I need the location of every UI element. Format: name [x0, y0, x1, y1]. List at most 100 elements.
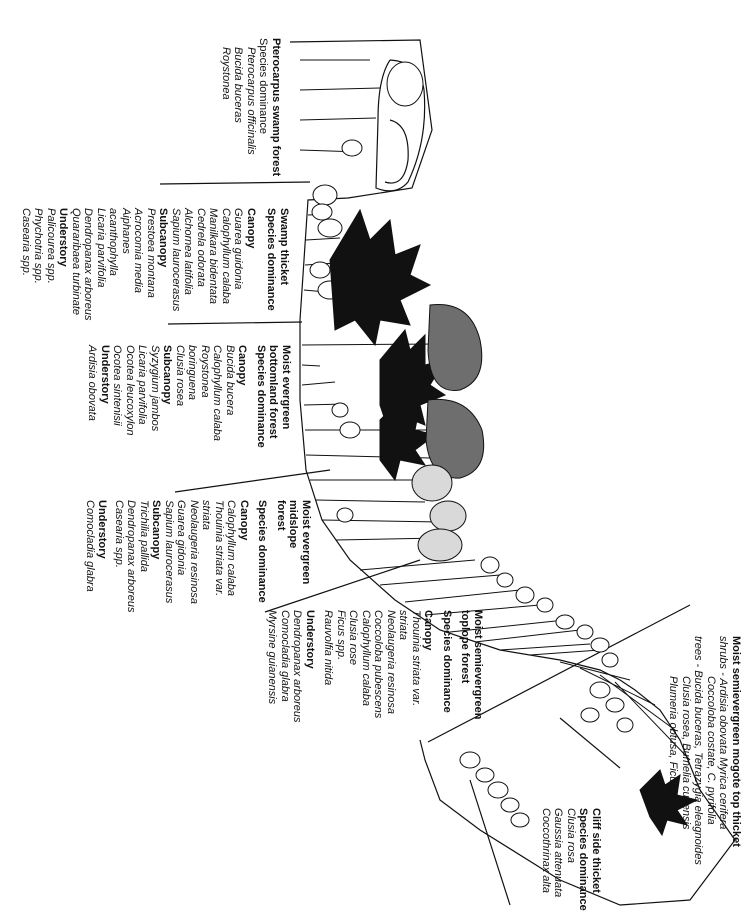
bottomland-canopy-4: boringuena — [186, 345, 199, 448]
toplope-canopy-2: striata — [397, 610, 410, 723]
mogote-line-1: shrubs - Ardisia obovata Myrica cerifera — [717, 636, 730, 865]
light-grey-crowns — [412, 465, 466, 561]
bottomland-subcanopy-3: Ocotea leucoxylon — [124, 345, 137, 448]
cliff-species-1: Clusia rosa — [565, 808, 578, 911]
midslope-subtitle: Species dominance — [256, 500, 269, 613]
toplope-canopy-5: Calophyllum calaba — [360, 610, 373, 723]
swamp-thicket-canopy-2: Calophyllum calaba — [220, 208, 233, 321]
mogote-zone-label: Moist semievergreen mogote top thicket s… — [667, 636, 742, 865]
midslope-canopy-heading: Canopy — [238, 500, 251, 613]
swamp-thicket-subcanopy-5: Dendropanax arboreus — [82, 208, 95, 321]
cliff-subtitle: Species dominance — [577, 808, 590, 911]
toplope-title-1: Moist semievergreen — [472, 610, 485, 723]
swamp-thicket-subcanopy-6: Quararibaea turbinate — [70, 208, 83, 321]
bottomland-understory-heading: Understory — [99, 345, 112, 448]
swamp-thicket-understory-heading: Understory — [57, 208, 70, 321]
swamp-thicket-subcanopy-2: Aiphanes — [120, 208, 133, 321]
swamp-thicket-understory-3: Casearia spp. — [20, 208, 33, 321]
midslope-subcanopy-2: Dendropanax arboreus — [125, 500, 138, 613]
toplope-subtitle: Species dominance — [441, 610, 454, 723]
midslope-subcanopy-1: Trichilia pallida — [138, 500, 151, 613]
toplope-canopy-1: Thouinia striata var. — [410, 610, 423, 723]
swamp-thicket-subcanopy-3: acanthophylla — [107, 208, 120, 321]
swamp-thicket-subcanopy-extra: Acrocomia media — [132, 208, 145, 321]
toplope-canopy-6: Clusia rose — [347, 610, 360, 723]
pterocarpus-zone-label: Pterocarpus swamp forest Species dominan… — [220, 38, 283, 176]
midslope-title-2: midslope — [287, 500, 300, 613]
toplope-canopy-3: Neolaugeria resinosa — [385, 610, 398, 723]
midslope-canopy-4: Neolaugeria resinosa — [188, 500, 201, 613]
bottomland-subcanopy-heading: Subcanopy — [161, 345, 174, 448]
mogote-line-4: Clusia rosea, Bumelia cubensis — [680, 636, 693, 865]
bottomland-canopy-1: Bucida bucera — [224, 345, 237, 448]
swamp-thicket-canopy-5: Alchornea latifolia — [182, 208, 195, 321]
midslope-understory-heading: Understory — [96, 500, 109, 613]
divider-bottomland-midslope — [175, 470, 330, 492]
toplope-zone-label: Moist semievergreen toplope forest Speci… — [266, 610, 484, 723]
dark-palm-crowns — [330, 210, 697, 835]
bottomland-canopy-2: Calophyllum calaba — [211, 345, 224, 448]
mogote-line-3: trees - Bucida buceras, Tetrazygia eleag… — [692, 636, 705, 865]
cliff-species-3: Coccothrinax alta — [540, 808, 553, 911]
midslope-zone-label: Moist evergreen midslope forest Species … — [84, 500, 313, 613]
toplope-understory-2: Comocladia glabra — [279, 610, 292, 723]
toplope-understory-heading: Understory — [304, 610, 317, 723]
toplope-understory-3: Myrsine guianensis — [266, 610, 279, 723]
swamp-thicket-subcanopy-1: Prestoea montana — [145, 208, 158, 321]
toplope-canopy-4: Coccoloba pubescens — [372, 610, 385, 723]
bottomland-subcanopy-4: Ocotea sintenisii — [111, 345, 124, 448]
midslope-title-3: forest — [275, 500, 288, 613]
midslope-canopy-6: Sapium laurocerasus — [163, 500, 176, 613]
midslope-canopy-5: Guarea gidonia — [175, 500, 188, 613]
swamp-thicket-understory-1: Palicourea spp. — [45, 208, 58, 321]
midslope-canopy-3: striata — [200, 500, 213, 613]
bottomland-canopy-5: Clusia rosea — [174, 345, 187, 448]
swamp-thicket-canopy-3: Manilkara bidentata — [207, 208, 220, 321]
bottomland-subcanopy-2: Licaria parvifolia — [136, 345, 149, 448]
swamp-thicket-canopy-4: Cedrela odorata — [195, 208, 208, 321]
divider-mogote-cliff-b — [470, 780, 510, 905]
swamp-thicket-zone-label: Swamp thicket Species dominance Canopy G… — [20, 208, 291, 321]
pterocarpus-subtitle: Species dominance — [257, 38, 270, 176]
bottomland-understory-1: Ardisia obovata — [86, 345, 99, 448]
swamp-thicket-subcanopy-heading: Subcanopy — [157, 208, 170, 321]
swamp-thicket-canopy-6: Sapium laurocerasus — [170, 208, 183, 321]
swamp-thicket-understory-2: Phychotria spp. — [32, 208, 45, 321]
pterocarpus-species-3: Roystonea — [220, 38, 233, 176]
toplope-canopy-8: Rauvolfia nitida — [322, 610, 335, 723]
toplope-title-2: toplope forest — [459, 610, 472, 723]
swamp-thicket-canopy-1: Guarea guidonia — [232, 208, 245, 321]
divider-mogote-cliff-a — [560, 718, 620, 768]
midslope-canopy-1: Calophyllum calaba — [225, 500, 238, 613]
divider-pterocarpus-swamp-thicket — [160, 182, 310, 184]
toplope-canopy-7: Ficus spp. — [335, 610, 348, 723]
swamp-thicket-canopy-heading: Canopy — [245, 208, 258, 321]
bottomland-subtitle: Species dominance — [255, 345, 268, 448]
swamp-thicket-title: Swamp thicket — [278, 208, 291, 321]
midslope-subcanopy-heading: Subcanopy — [150, 500, 163, 613]
midslope-title-1: Moist evergreen — [300, 500, 313, 613]
cliff-zone-label: Cliff side thicket Species dominance Clu… — [540, 808, 603, 911]
bottomland-title-1: Moist evergreen — [280, 345, 293, 448]
swamp-thicket-subcanopy-4: Licaria parvifolia — [95, 208, 108, 321]
mogote-line-2: Coccoloba costate, C. pyrifolia — [705, 636, 718, 865]
mogote-title: Moist semievergreen mogote top thicket — [730, 636, 743, 865]
bottomland-canopy-heading: Canopy — [236, 345, 249, 448]
basin-inner — [385, 120, 408, 183]
midslope-canopy-2: Thouinia striata var. — [213, 500, 226, 613]
pterocarpus-species-1: Pterocarpus officinalis — [245, 38, 258, 176]
pterocarpus-species-2: Bucida buceras — [232, 38, 245, 176]
toplope-understory-1: Dendropanax arboreus — [291, 610, 304, 723]
pterocarpus-title: Pterocarpus swamp forest — [270, 38, 283, 176]
toplope-canopy-heading: Canopy — [422, 610, 435, 723]
divider-thicket-bottomland — [168, 322, 302, 324]
bottomland-zone-label: Moist evergreen bottomland forest Specie… — [86, 345, 292, 448]
swamp-thicket-subtitle: Species dominance — [265, 208, 278, 321]
cliff-title: Cliff side thicket — [590, 808, 603, 911]
cliff-species-2: Gaussia attenuata — [552, 808, 565, 911]
midslope-understory-1: Comocladia glabra — [84, 500, 97, 613]
mogote-line-5: Plumeria obtusa, Ficus spp. — [667, 636, 680, 865]
bottomland-canopy-3: Roystonea — [199, 345, 212, 448]
